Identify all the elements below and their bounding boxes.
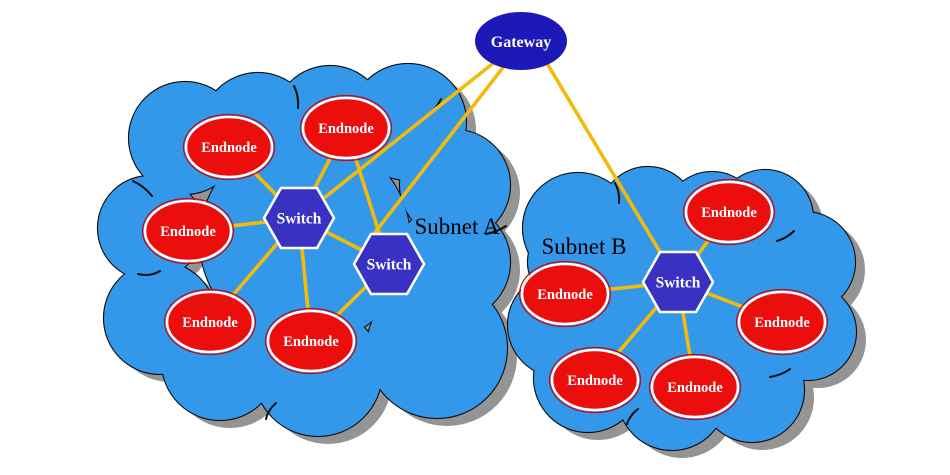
endnode-a3: Endnode xyxy=(141,197,235,265)
endnode-a4-label: Endnode xyxy=(182,315,238,331)
endnode-a3-label: Endnode xyxy=(160,224,216,240)
endnode-b4-outer-ring xyxy=(548,346,642,414)
endnode-a4: Endnode xyxy=(163,288,257,356)
endnode-b1-outer-ring xyxy=(518,260,612,328)
endnode-b1-label: Endnode xyxy=(537,287,593,303)
endnode-b3-label: Endnode xyxy=(754,315,810,331)
endnode-b1-shape xyxy=(520,262,610,326)
link-gateway-switch-a1 xyxy=(297,39,523,220)
endnode-a2-label: Endnode xyxy=(318,121,374,137)
endnode-a1-outer-ring xyxy=(182,113,276,181)
subnet-a-switch-2-shape xyxy=(352,232,426,296)
endnode-a5-shape xyxy=(266,309,356,373)
subnet-a-switch-1-shape xyxy=(262,186,336,250)
subnet-b-switch-1: Switch xyxy=(641,250,715,314)
subnet-a-switch-2-label: Switch xyxy=(367,257,412,274)
endnode-b4-shape xyxy=(550,348,640,412)
gateway-shape xyxy=(475,12,567,70)
endnode-b2-shape xyxy=(684,180,774,244)
endnode-b4-label: Endnode xyxy=(567,373,623,389)
subnet-b-label: Subnet B xyxy=(542,234,627,259)
subnet-a-switch-1: Switch xyxy=(262,186,336,250)
endnode-b5: Endnode xyxy=(648,353,742,421)
endnode-a4-shape xyxy=(165,290,255,354)
endnode-a3-outer-ring xyxy=(141,197,235,265)
endnode-a2-outer-ring xyxy=(299,94,393,162)
endnode-b2-label: Endnode xyxy=(701,205,757,221)
endnode-b3: Endnode xyxy=(735,288,829,356)
endnode-a5-outer-ring xyxy=(264,307,358,375)
endnode-b2-outer-ring xyxy=(682,178,776,246)
endnode-a1-label: Endnode xyxy=(201,140,257,156)
endnode-a4-outer-ring xyxy=(163,288,257,356)
endnode-b1: Endnode xyxy=(518,260,612,328)
endnode-a1: Endnode xyxy=(182,113,276,181)
subnet-a-switch-2: Switch xyxy=(352,232,426,296)
endnode-b5-outer-ring xyxy=(648,353,742,421)
subnet-a-switch-1-label: Switch xyxy=(277,211,322,228)
endnode-a5: Endnode xyxy=(264,307,358,375)
endnode-b4: Endnode xyxy=(548,346,642,414)
endnode-b2: Endnode xyxy=(682,178,776,246)
subnet-b-switch-1-shape xyxy=(641,250,715,314)
gateway-label: Gateway xyxy=(491,34,551,51)
endnode-b3-shape xyxy=(737,290,827,354)
endnode-a3-shape xyxy=(143,199,233,263)
endnode-b5-label: Endnode xyxy=(667,380,723,396)
endnode-a2-shape xyxy=(301,96,391,160)
endnode-b3-outer-ring xyxy=(735,288,829,356)
endnode-a2: Endnode xyxy=(299,94,393,162)
subnet-b-switch-1-label: Switch xyxy=(656,275,701,292)
endnode-a5-label: Endnode xyxy=(283,334,339,350)
gateway-node: Gateway xyxy=(475,12,567,70)
endnode-a1-shape xyxy=(184,115,274,179)
subnet-a-label: Subnet A xyxy=(415,214,500,239)
endnode-b5-shape xyxy=(650,355,740,419)
cloud-junction-stubs xyxy=(132,85,795,425)
